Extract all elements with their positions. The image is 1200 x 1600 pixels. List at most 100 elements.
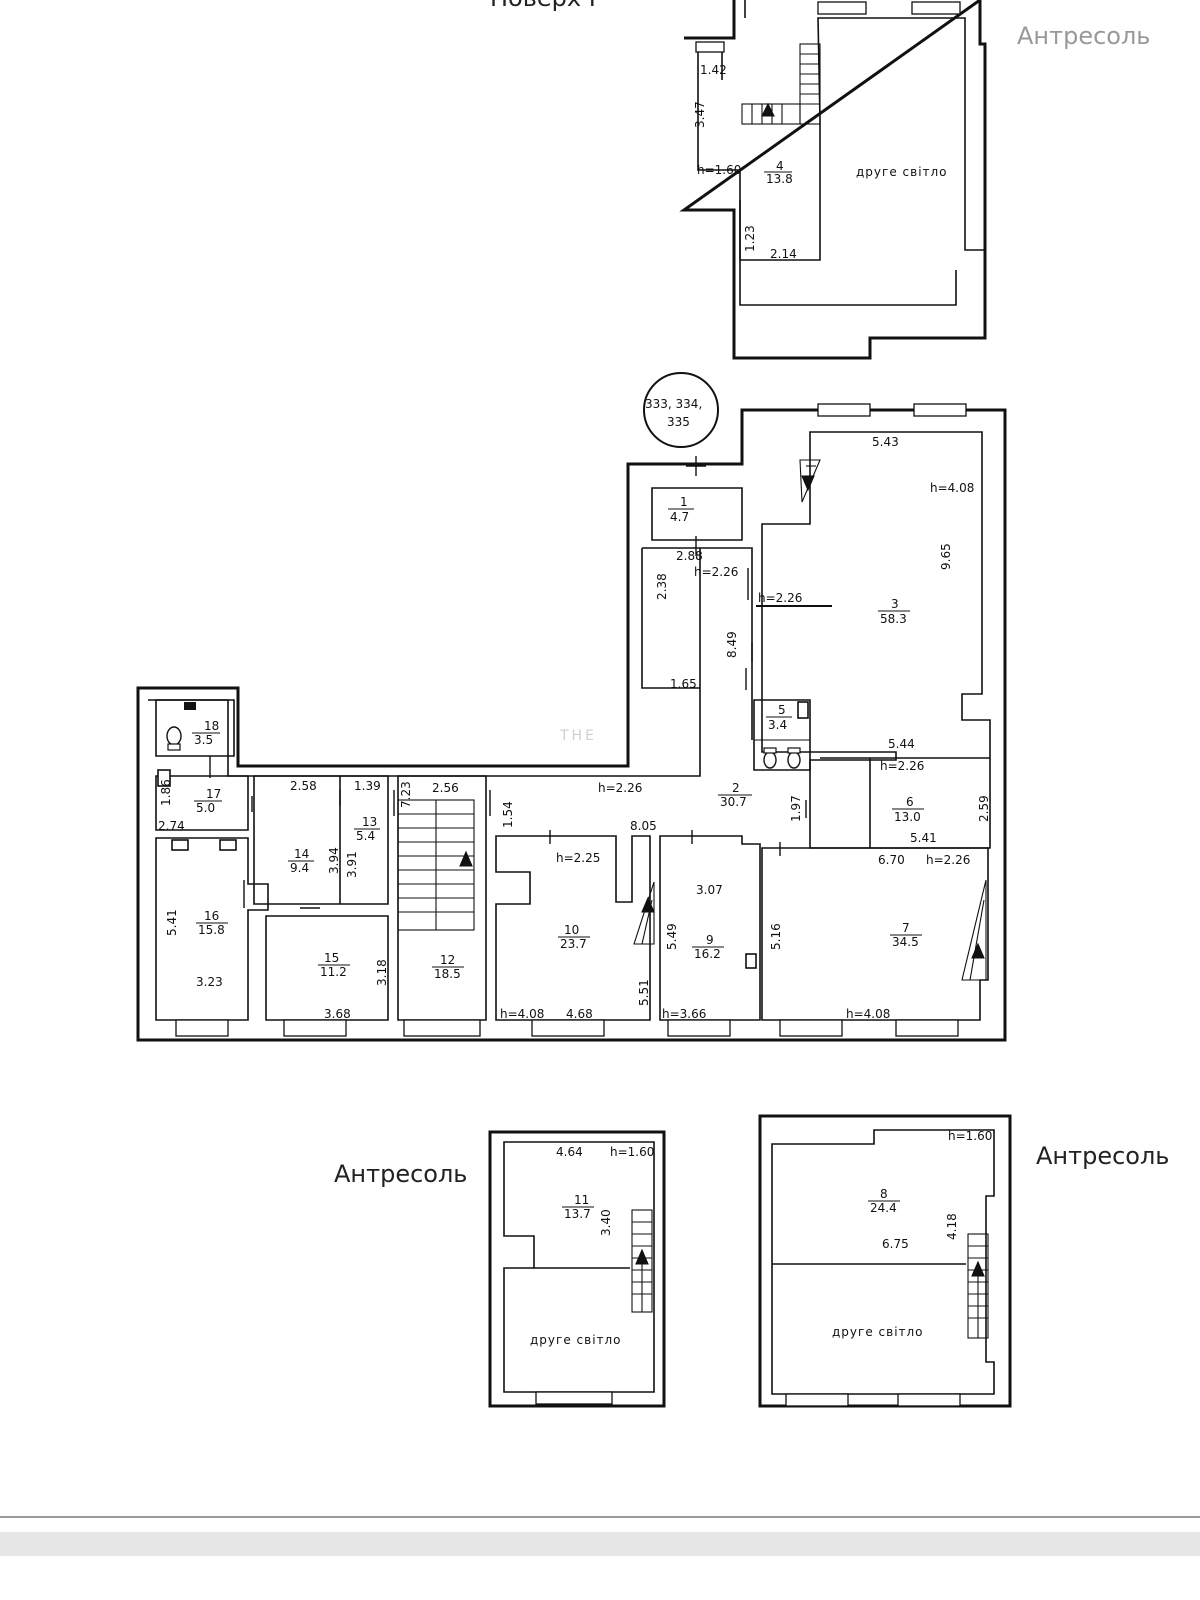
second-light-label: друге світло	[832, 1325, 924, 1339]
window	[785, 1393, 849, 1407]
room-5-area: 3.4	[768, 718, 787, 732]
mezzanine-label-left: Антресоль	[334, 1160, 467, 1188]
room-17-area: 5.0	[196, 801, 215, 815]
window	[895, 1019, 959, 1037]
room-6-area: 13.0	[894, 810, 921, 824]
address-numbers: 335	[667, 415, 690, 429]
staircase	[397, 799, 475, 931]
staircase	[799, 459, 821, 503]
height-label: h=4.08	[930, 481, 974, 495]
room-9-area: 16.2	[694, 947, 721, 961]
room-8-number: 8	[880, 1187, 888, 1201]
height-label: h=2.26	[926, 853, 970, 867]
dim-label: 6.70	[878, 853, 905, 867]
window	[667, 1019, 731, 1037]
dim-label: 4.68	[566, 1007, 593, 1021]
mezzanine-top: 1.42 3.47 h=1.60 4 13.8 1.23 2.14 друге …	[679, 0, 1150, 360]
dim-label: 2.38	[655, 573, 669, 600]
room-7-number: 7	[902, 921, 910, 935]
room-13-number: 13	[362, 815, 377, 829]
dim-label: 9.65	[939, 543, 953, 570]
dim-label: 3.40	[599, 1209, 613, 1236]
room-10-area: 23.7	[560, 937, 587, 951]
window	[911, 1, 961, 15]
dim-label: 7.23	[399, 781, 413, 808]
room-3-number: 3	[891, 597, 899, 611]
room-8-area: 24.4	[870, 1201, 897, 1215]
second-light-label: друге світло	[530, 1333, 622, 1347]
room-9-number: 9	[706, 933, 714, 947]
room-2-number: 2	[732, 781, 740, 795]
mezzanine-label-top: Антресоль	[1017, 22, 1150, 50]
height-label: h=1.60	[610, 1145, 654, 1159]
room-1-area: 4.7	[670, 510, 689, 524]
mezzanine-room-11: 4.64 h=1.60 11 13.7 3.40 друге світло Ан…	[334, 1130, 666, 1408]
staircase	[961, 879, 987, 981]
main-floor: THE	[136, 403, 1007, 1042]
dim-label: 6.75	[882, 1237, 909, 1251]
toilet-icon	[763, 747, 801, 769]
window	[897, 1393, 961, 1407]
dim-label: 2.56	[432, 781, 459, 795]
room-12-number: 12	[440, 953, 455, 967]
window	[403, 1019, 481, 1037]
dim-label: 1.97	[789, 795, 803, 822]
dimensions: 5.43 h=4.08 9.65 2.88 h=2.26 h=2.26 2.38…	[158, 435, 991, 1021]
room-7-area: 34.5	[892, 935, 919, 949]
height-label: h=2.26	[758, 591, 802, 605]
dim-label: 2.59	[977, 795, 991, 822]
dim-label: 3.07	[696, 883, 723, 897]
room-15-area: 11.2	[320, 965, 347, 979]
height-label: h=2.25	[556, 851, 600, 865]
dim-label: 2.88	[676, 549, 703, 563]
address-marker: 333, 334, 335	[643, 372, 719, 448]
height-label: h=1.60	[948, 1129, 992, 1143]
dim-label: 5.51	[637, 979, 651, 1006]
room-16-area: 15.8	[198, 923, 225, 937]
window	[779, 1019, 843, 1037]
dim-label: 8.05	[630, 819, 657, 833]
dim-label: 2.58	[290, 779, 317, 793]
dim-label: 5.43	[872, 435, 899, 449]
room-2-area: 30.7	[720, 795, 747, 809]
height-label: h=2.26	[598, 781, 642, 795]
window	[817, 1, 867, 15]
dim-label: 1.42	[700, 63, 727, 77]
dim-label: 3.47	[693, 101, 707, 128]
second-light-label: друге світло	[856, 165, 948, 179]
height-label: h=4.08	[846, 1007, 890, 1021]
mezzanine-room-8: h=1.60 8 24.4 6.75 4.18 друге світло Ант…	[758, 1114, 1169, 1408]
room-3-area: 58.3	[880, 612, 907, 626]
height-label: h=1.60	[697, 163, 741, 177]
dim-label: 1.39	[354, 779, 381, 793]
bottom-bar	[0, 1516, 1200, 1518]
dim-label: 3.91	[345, 851, 359, 878]
dim-label: 5.49	[665, 923, 679, 950]
dim-label: 3.68	[324, 1007, 351, 1021]
dim-label: 2.74	[158, 819, 185, 833]
room-13-area: 5.4	[356, 829, 375, 843]
staircase	[741, 43, 821, 125]
staircase	[633, 881, 655, 945]
room-4-area: 13.8	[766, 172, 793, 186]
window	[695, 41, 725, 53]
window	[535, 1391, 613, 1405]
dim-label: 8.49	[725, 631, 739, 658]
window	[175, 1019, 229, 1037]
dim-label: 5.16	[769, 923, 783, 950]
room-labels: 1 4.7 3 58.3 5 3.4 2 30.7 6 13.0 7 34.5 …	[192, 495, 924, 981]
dim-label: 1.65	[670, 677, 697, 691]
staircase	[967, 1233, 989, 1339]
room-18-area: 3.5	[194, 733, 213, 747]
sink-icon	[157, 701, 809, 969]
mezzanine-label-right: Антресоль	[1036, 1142, 1169, 1170]
height-label: h=4.08	[500, 1007, 544, 1021]
bottom-bar	[0, 1532, 1200, 1556]
window	[817, 403, 871, 417]
dim-label: 5.41	[165, 909, 179, 936]
room-10-number: 10	[564, 923, 579, 937]
floor-title: Поверх І	[490, 0, 596, 12]
toilet-icon	[166, 702, 196, 751]
dim-label: 3.18	[375, 959, 389, 986]
dim-label: 1.54	[501, 801, 515, 828]
